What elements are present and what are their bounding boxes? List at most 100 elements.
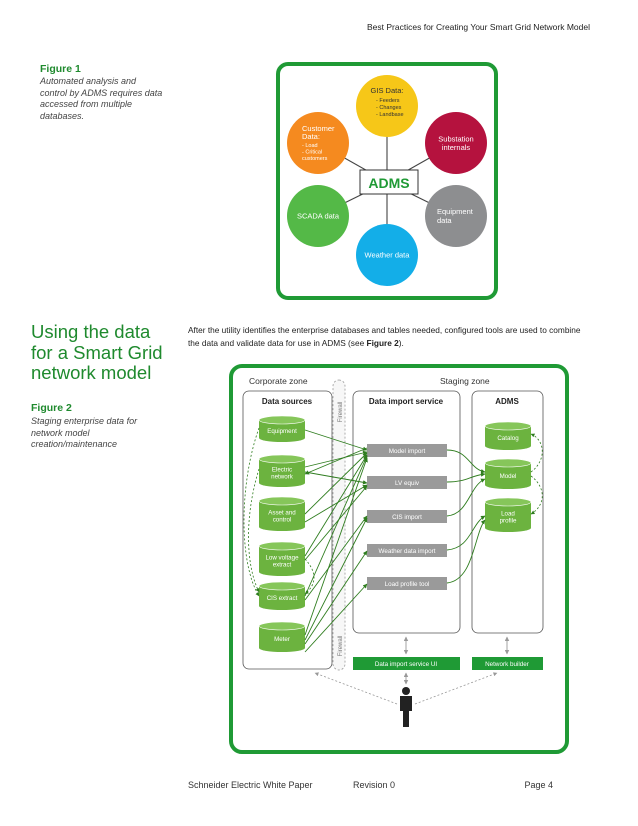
adms-db <box>485 463 531 489</box>
body-paragraph: After the utility identifies the enterpr… <box>188 324 588 350</box>
import-step-label: CIS import <box>392 514 422 521</box>
source-db-top <box>258 415 306 425</box>
flow-arrow <box>446 472 486 483</box>
source-db <box>259 546 305 576</box>
data-node-equipment <box>425 185 487 247</box>
flow-arrow <box>304 485 368 561</box>
source-db-label: Meter <box>274 636 290 643</box>
source-db <box>259 420 305 442</box>
flow-arrow <box>304 515 368 601</box>
flow-arrow <box>304 450 368 468</box>
flow-arrow <box>304 484 368 523</box>
import-step <box>367 510 447 523</box>
column-title-sources: Data sources <box>262 397 313 406</box>
dashed-loop <box>248 468 260 593</box>
import-step-label: Load profile tool <box>385 581 430 588</box>
node-item: - Feeders <box>376 98 400 104</box>
source-db-top <box>258 454 306 464</box>
section-heading-line: Using the data <box>31 321 151 342</box>
import-step <box>367 544 447 557</box>
source-db <box>259 586 305 610</box>
section-heading: Using the data for a Smart Grid network … <box>31 321 186 384</box>
figure-reference: Figure 2 <box>366 338 399 348</box>
dashed-loop <box>530 433 543 473</box>
import-step-label: LV equiv <box>395 480 420 487</box>
figure2-caption: Staging enterprise data for network mode… <box>31 416 138 449</box>
source-db-label: extract <box>273 562 292 569</box>
adms-db-top <box>484 458 532 468</box>
flow-arrow <box>304 429 368 451</box>
source-db-top <box>258 496 306 506</box>
data-node-customer <box>287 112 349 174</box>
node-title: SCADA data <box>297 212 340 221</box>
node-title: Equipment <box>437 207 474 216</box>
flow-arrow <box>446 478 486 517</box>
data-node-weather <box>356 224 418 286</box>
firewall-label: Firewall <box>338 636 344 657</box>
figure1-caption: Automated analysis and control by ADMS r… <box>40 76 163 121</box>
flow-arrow <box>446 519 486 584</box>
flow-arrow <box>304 457 368 636</box>
flow-arrow <box>304 452 368 515</box>
section-heading-line: for a Smart Grid <box>31 341 163 363</box>
user-icon <box>402 687 410 695</box>
user-link-arrow <box>414 672 498 705</box>
import-step <box>367 476 447 489</box>
flow-arrow <box>304 550 368 645</box>
source-db-label: Equipment <box>267 428 297 435</box>
flow-arrow <box>304 471 368 485</box>
import-service-ui-box <box>353 657 460 670</box>
firewall-label: Firewall <box>338 402 344 423</box>
adms-db-top <box>484 497 532 507</box>
figure1-diagram: GIS Data:- Feeders- Changes- LandbaseSub… <box>276 62 498 300</box>
section-heading-line: network model <box>31 362 152 383</box>
dashed-loop <box>304 558 315 595</box>
footer-publisher: Schneider Electric White Paper <box>188 780 313 790</box>
node-title: Substation <box>438 134 473 143</box>
source-db-label: Electric <box>272 467 292 474</box>
column-title-import: Data import service <box>369 397 444 406</box>
source-db <box>259 626 305 652</box>
flow-arrow <box>304 455 368 597</box>
node-title: internals <box>442 143 471 152</box>
adms-center-box <box>359 169 419 195</box>
network-builder-box <box>472 657 543 670</box>
source-db-label: CIS extract <box>267 595 298 602</box>
adms-db-label: Load <box>501 511 515 518</box>
body-text-before: After the utility identifies the enterpr… <box>188 325 581 348</box>
footer-revision: Revision 0 <box>353 780 396 790</box>
user-link-arrow <box>314 672 398 705</box>
adms-center-label: ADMS <box>368 175 409 191</box>
adms-db <box>485 502 531 532</box>
body-text-after: ). <box>398 338 404 348</box>
network-builder-label: Network builder <box>485 661 529 668</box>
source-db-label: network <box>271 474 294 481</box>
footer-page-number: Page 4 <box>524 780 553 790</box>
node-item: - Landbase <box>376 112 404 118</box>
import-step <box>367 444 447 457</box>
source-db-label: Low voltage <box>265 555 299 562</box>
import-step-label: Model import <box>389 448 426 455</box>
import-step-label: Weather data import <box>379 548 436 555</box>
zone-label-corporate: Corporate zone <box>249 376 308 386</box>
adms-db-top <box>484 421 532 431</box>
source-db-top <box>258 621 306 631</box>
node-title: GIS Data: <box>371 86 404 95</box>
import-step <box>367 577 447 590</box>
flow-arrow <box>446 449 486 474</box>
data-node-scada <box>287 185 349 247</box>
adms-db-label: Model <box>500 473 517 480</box>
source-db-label: Asset and <box>268 510 296 517</box>
source-db <box>259 501 305 531</box>
flow-arrow <box>304 454 368 557</box>
node-title: data <box>437 216 452 225</box>
adms-db-label: profile <box>500 518 517 525</box>
source-db <box>259 459 305 487</box>
figure2-label: Figure 2 <box>31 402 72 414</box>
flow-arrow <box>446 515 486 551</box>
source-db-top <box>258 541 306 551</box>
running-header: Best Practices for Creating Your Smart G… <box>367 22 590 32</box>
adms-db <box>485 426 531 450</box>
adms-db-label: Catalog <box>497 435 519 442</box>
dashed-loop <box>530 475 543 515</box>
